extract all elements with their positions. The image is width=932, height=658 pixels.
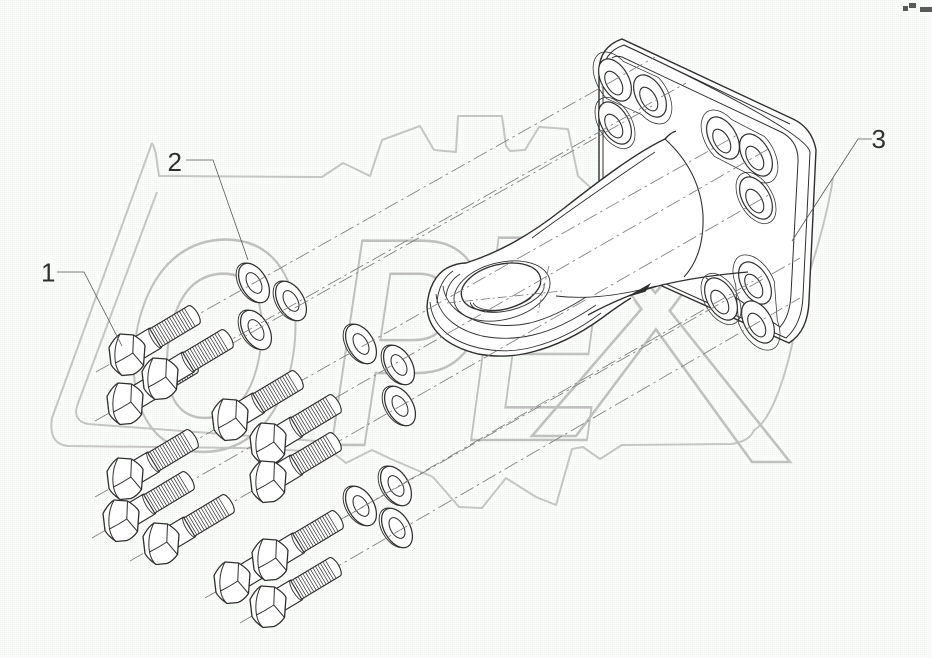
svg-text:2: 2 [168,147,182,177]
svg-text:3: 3 [872,124,886,154]
svg-text:1: 1 [41,258,55,288]
